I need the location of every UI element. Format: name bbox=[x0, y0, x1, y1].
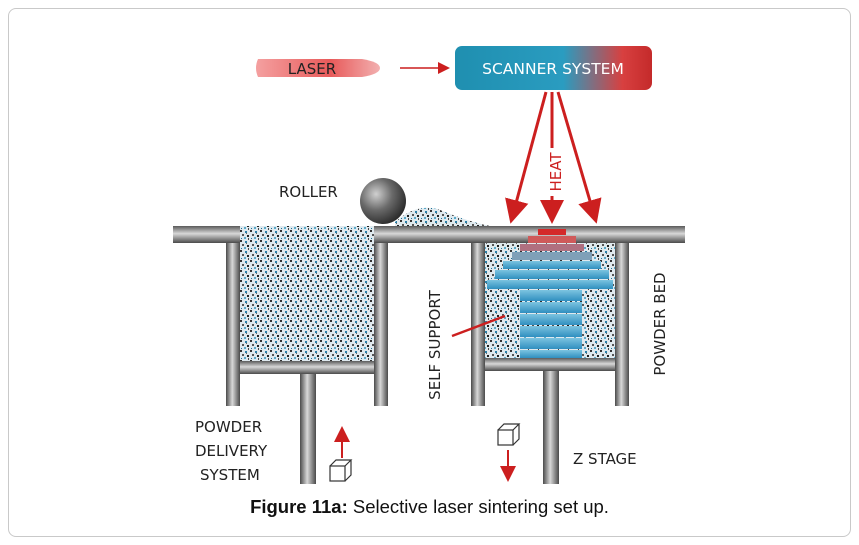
delivery-wall-right bbox=[374, 243, 388, 406]
bed-piston-plate bbox=[485, 358, 615, 371]
scanner-label: SCANNER SYSTEM bbox=[482, 60, 624, 78]
delivery-piston-rod bbox=[300, 374, 316, 484]
heat-label: HEAT bbox=[547, 152, 565, 192]
bed-wall-right bbox=[615, 243, 629, 406]
figure-caption: Figure 11a: Selective laser sintering se… bbox=[0, 496, 859, 518]
powder-delivery-powder bbox=[240, 226, 374, 364]
powder-delivery-label-line2: DELIVERY bbox=[195, 442, 268, 460]
roller-icon bbox=[360, 178, 406, 224]
roller-label: ROLLER bbox=[279, 183, 338, 201]
caption-label: Figure 11a: bbox=[250, 496, 348, 517]
figure-frame bbox=[8, 8, 851, 537]
delivery-wall-left bbox=[226, 243, 240, 406]
caption-text: Selective laser sintering set up. bbox=[347, 496, 609, 517]
cube-icon-right bbox=[497, 423, 521, 446]
heat-beams bbox=[505, 91, 602, 224]
cube-icon-left bbox=[329, 459, 353, 482]
scanner-system: SCANNER SYSTEM bbox=[455, 46, 652, 90]
self-support-pointer bbox=[451, 314, 506, 338]
bed-piston-rod bbox=[543, 371, 559, 484]
sintered-part bbox=[487, 229, 613, 358]
bed-wall-left bbox=[471, 243, 485, 406]
z-stage-label: Z STAGE bbox=[573, 450, 637, 468]
powder-delivery-label-line3: SYSTEM bbox=[200, 466, 260, 484]
powder-delivery-label-line1: POWDER bbox=[195, 418, 262, 436]
powder-delivery-label: POWDER DELIVERY SYSTEM bbox=[195, 418, 268, 484]
delivery-piston-plate bbox=[240, 361, 374, 374]
self-support-label: SELF SUPPORT bbox=[426, 289, 444, 399]
powder-bed-label: POWDER BED bbox=[651, 272, 669, 375]
laser-source: LASER bbox=[256, 59, 380, 78]
laser-label: LASER bbox=[288, 60, 336, 78]
roller-powder-heap bbox=[395, 207, 490, 226]
